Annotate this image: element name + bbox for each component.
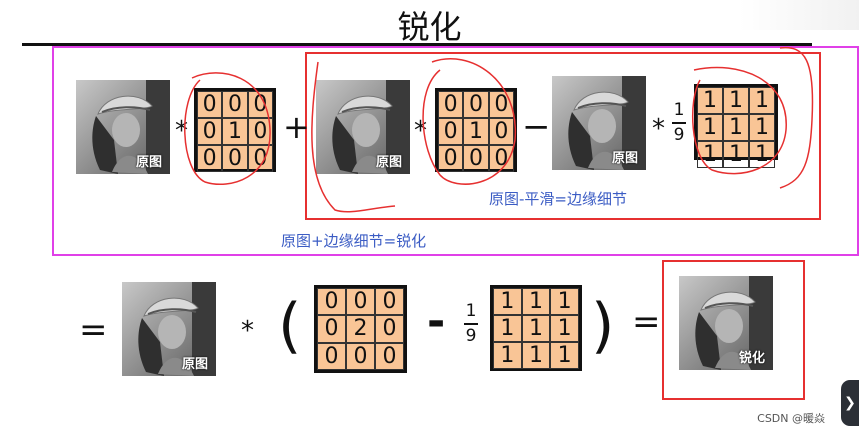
minus-symbol: − — [522, 107, 551, 147]
kernel-cell: 1 — [222, 118, 248, 145]
photo-label: 原图 — [611, 151, 638, 166]
kernel-cell: 0 — [346, 288, 375, 316]
kernel-cell: 1 — [550, 315, 579, 342]
arc-annotation — [779, 46, 814, 189]
left-paren: ( — [278, 291, 302, 361]
kernel-cell: 1 — [521, 288, 551, 315]
original-photo: 原图 — [76, 80, 170, 174]
minus-symbol: - — [427, 296, 446, 347]
photo-label: 原图 — [135, 155, 162, 170]
kernel-cell: 1 — [493, 342, 522, 369]
original-photo: 原图 — [316, 80, 410, 174]
fraction-denominator: 9 — [673, 124, 685, 145]
kernel-cell: 0 — [247, 118, 273, 145]
kernel-cell: 1 — [550, 288, 579, 315]
outer-magenta-box — [52, 46, 859, 256]
multiply-symbol: * — [241, 316, 254, 346]
kernel-cell: 0 — [317, 342, 346, 370]
fraction-bar — [672, 122, 686, 124]
equals-symbol: = — [632, 302, 661, 342]
kernel-cell: 0 — [346, 342, 375, 370]
kernel-cell: 1 — [723, 114, 749, 141]
kernel-cell: 0 — [197, 91, 223, 118]
portrait-image — [76, 80, 170, 174]
kernel-cell: 0 — [197, 145, 223, 172]
kernel-cell: 0 — [247, 145, 273, 172]
photo-label: 原图 — [375, 155, 402, 170]
csdn-watermark: CSDN @暖焱 — [757, 412, 825, 425]
original-photo: 原图 — [552, 76, 646, 170]
circle-annotation — [184, 72, 271, 186]
kernel-cell: 1 — [493, 315, 522, 342]
sharpened-photo: 锐化 — [679, 276, 773, 370]
kernel-cell: 0 — [317, 315, 346, 343]
expand-icon[interactable]: ❯ — [841, 380, 859, 426]
page-title: 锐化 — [397, 8, 462, 46]
kernel-cell: 0 — [197, 118, 223, 145]
portrait-image — [122, 282, 216, 376]
circle-annotation — [692, 66, 787, 175]
kernel-cell: 0 — [222, 145, 248, 172]
kernel-cell: 0 — [375, 288, 404, 316]
kernel-cell: 1 — [697, 87, 723, 114]
one-ninth-fraction: 1 9 — [464, 303, 478, 345]
fraction-bar — [464, 323, 478, 325]
top-right-watermark — [739, 0, 859, 30]
multiply-symbol: * — [652, 114, 665, 144]
kernel-cell: 0 — [488, 118, 514, 145]
kernel-cell: 0 — [438, 91, 464, 118]
inner-red-box — [305, 52, 821, 220]
kernel-cell: 0 — [375, 315, 404, 343]
circle-annotation — [422, 57, 516, 185]
kernel-cell: 1 — [723, 141, 749, 168]
kernel-cell: 0 — [488, 91, 514, 118]
kernel-cell: 1 — [697, 141, 723, 168]
portrait-image — [679, 276, 773, 370]
plus-symbol: + — [283, 108, 310, 146]
kernel-cell: 1 — [493, 288, 522, 315]
kernel-cell: 0 — [463, 145, 489, 172]
photo-label: 原图 — [181, 357, 208, 372]
result-red-box — [662, 260, 805, 400]
kernel-cell: 0 — [375, 342, 404, 370]
kernel-cell: 1 — [521, 315, 551, 342]
kernel-cell: 1 — [550, 342, 579, 369]
kernel-cell: 2 — [346, 315, 375, 343]
portrait-image — [316, 80, 410, 174]
kernel-cell: 0 — [317, 288, 346, 316]
kernel-cell: 1 — [463, 118, 489, 145]
kernel-cell: 1 — [723, 87, 749, 114]
fraction-denominator: 9 — [465, 325, 477, 346]
kernel-cell: 1 — [521, 342, 551, 369]
kernel-cell: 1 — [697, 114, 723, 141]
original-photo: 原图 — [122, 282, 216, 376]
right-paren: ) — [591, 291, 615, 361]
kernel-cell: 0 — [222, 91, 248, 118]
kernel-cell: 1 — [749, 114, 775, 141]
equals-symbol: = — [79, 310, 108, 350]
arc-annotation — [311, 61, 396, 213]
fraction-numerator: 1 — [673, 100, 685, 120]
outer-caption: 原图+边缘细节=锐化 — [281, 232, 427, 250]
kernel-cell: 0 — [438, 118, 464, 145]
kernel-cell: 0 — [463, 91, 489, 118]
kernel-cell: 1 — [749, 87, 775, 114]
inner-caption: 原图-平滑=边缘细节 — [489, 190, 627, 208]
kernel-cell: 0 — [438, 145, 464, 172]
kernel-cell: 0 — [247, 91, 273, 118]
fraction-numerator: 1 — [465, 301, 477, 321]
one-ninth-fraction: 1 9 — [672, 102, 686, 144]
portrait-image — [552, 76, 646, 170]
title-underline — [22, 43, 812, 46]
photo-label: 锐化 — [738, 351, 765, 366]
